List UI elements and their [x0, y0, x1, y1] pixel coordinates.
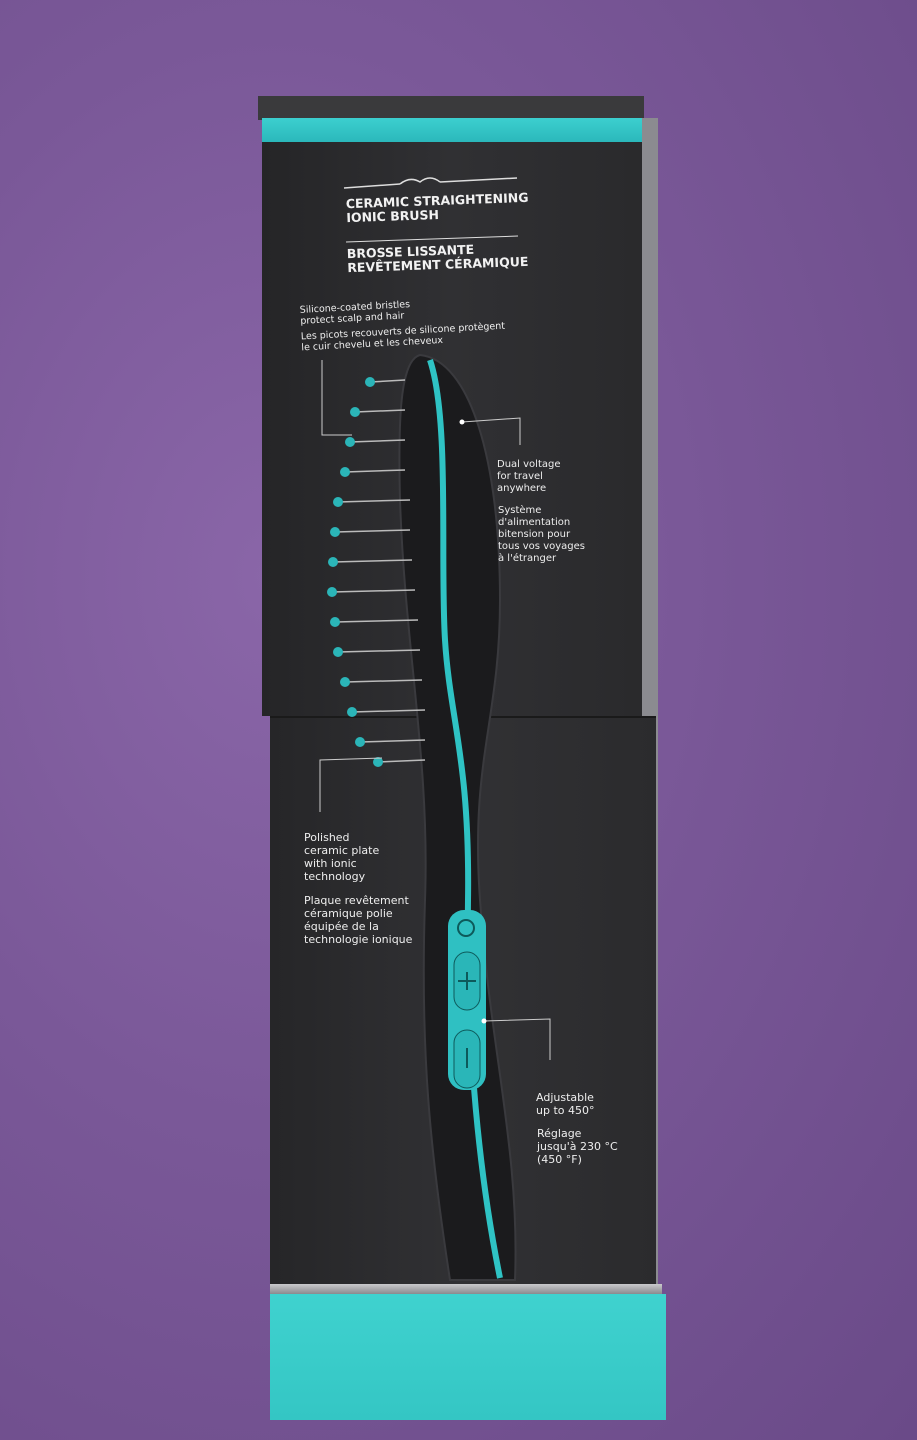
brush-teal-stripe [427, 359, 503, 1279]
ornament-divider [343, 177, 518, 189]
callout-lines [319, 360, 551, 1060]
brush-body [398, 353, 517, 1281]
box-teal-band-top [262, 118, 642, 142]
power-button-icon [457, 919, 475, 937]
box-teal-band-bottom [270, 1294, 666, 1420]
control-panel [448, 910, 486, 1090]
bristle-tips [327, 377, 383, 767]
bristles [331, 379, 426, 763]
title-divider [345, 235, 519, 243]
box-top-edge [258, 96, 644, 120]
box-silver-strip [270, 1284, 662, 1294]
